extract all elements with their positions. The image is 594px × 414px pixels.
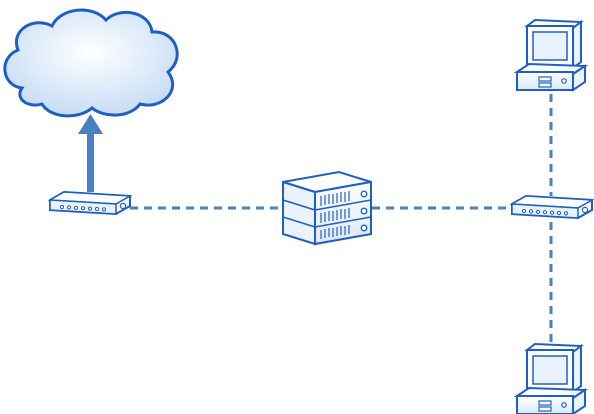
links [78, 94, 553, 345]
link-modem-internet [78, 114, 103, 192]
cloud-icon [3, 8, 179, 118]
network-switch-icon [509, 194, 594, 220]
network-switch-icon [47, 190, 133, 216]
uplink-arrow-shaft [87, 132, 94, 192]
server-rack-icon [282, 170, 372, 246]
desktop-computer-icon [513, 342, 589, 414]
desktop-computer-icon [513, 18, 589, 92]
uplink-arrow-head [78, 114, 103, 134]
